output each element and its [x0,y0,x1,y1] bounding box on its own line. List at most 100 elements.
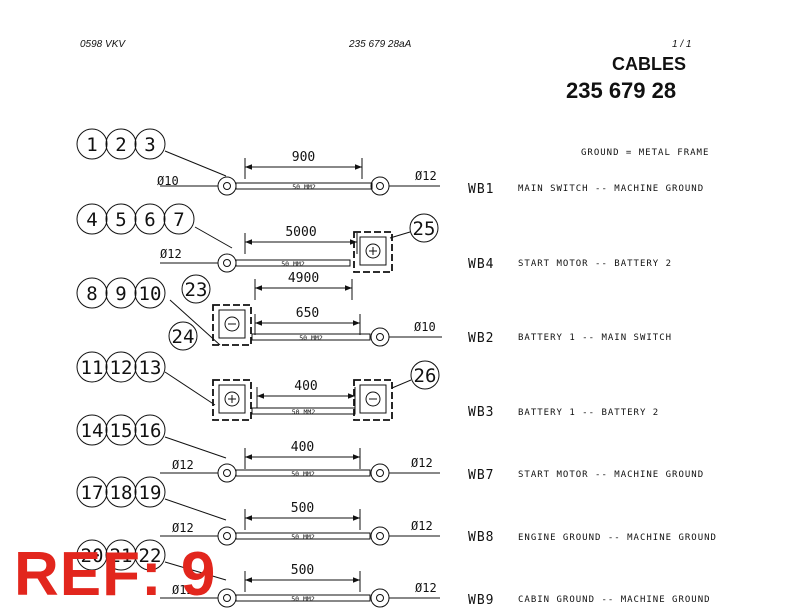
balloon-number: 16 [139,420,162,442]
battery-clamp [359,384,387,414]
balloon-number: 2 [115,134,126,156]
balloon-circle [105,414,137,446]
leader-line [194,226,233,249]
balloon-circle [134,128,166,160]
leader-line [164,150,227,177]
dimension-length: 5000 [285,225,316,240]
balloon-number: 20 [81,545,104,567]
balloon-circle [76,414,108,446]
cable-code-wb7: WB7 [468,468,495,483]
ring-terminal-icon [370,588,390,608]
battery-clamp [218,309,246,339]
dimension-length: 500 [291,501,314,516]
balloon-circle [105,203,137,235]
terminal-diameter: Ø12 [172,583,194,597]
terminal-hole [223,594,231,602]
cable-body [251,333,371,341]
leader-line [164,436,227,459]
cable-code-wb8: WB8 [468,530,495,545]
battery-terminal-frame [353,379,393,421]
terminal-diameter: Ø12 [172,458,194,472]
battery-terminal-frame [212,304,252,346]
terminal-diameter: Ø12 [411,456,433,470]
page-title: CABLES [612,54,687,74]
balloon-circle [105,476,137,508]
balloon-number: 22 [139,545,162,567]
battery-post-icon [365,243,381,259]
balloon-circle [134,539,166,571]
cable-section-label: 50 MM2 [299,334,323,342]
balloon-number: 4 [86,209,97,231]
balloon-number: 17 [81,482,104,504]
dimension-length: 4900 [288,271,319,286]
balloon-number: 9 [115,283,126,305]
balloon-circle [163,203,195,235]
cable-section-label: 50 MM2 [291,533,315,541]
cable-code-wb4: WB4 [468,257,495,272]
balloon-number: 10 [139,283,162,305]
balloon-circle [168,321,198,351]
balloon-circle [105,351,137,383]
cable-desc-wb8: ENGINE GROUND -- MACHINE GROUND [518,533,717,543]
balloon-number: 18 [110,482,133,504]
balloon-number: 3 [144,134,155,156]
leader-line [389,231,411,239]
balloon-circle [181,274,211,304]
leader-line [164,561,227,581]
dimension-length: 400 [294,379,317,394]
dimension-length: 900 [292,150,315,165]
balloon-number: 11 [81,357,104,379]
balloon-circle [76,539,108,571]
cable-code-wb1: WB1 [468,182,495,197]
cable-code-wb2: WB2 [468,331,495,346]
battery-terminal-frame [353,231,393,273]
ring-terminal-icon [217,176,237,196]
terminal-diameter: Ø10 [414,320,436,334]
balloon-number: 19 [139,482,162,504]
terminal-diameter: Ø10 [157,174,179,188]
ring-terminal-icon [217,253,237,273]
balloon-circle [76,203,108,235]
balloon-number: 8 [86,283,97,305]
balloon-circle [105,128,137,160]
terminal-hole [376,333,384,341]
ring-terminal-icon [217,463,237,483]
ring-terminal-icon [370,463,390,483]
ring-terminal-icon [217,588,237,608]
balloon-circle [76,476,108,508]
drawing-reference: 235 679 28aA [349,39,412,50]
balloon-number: 6 [144,209,155,231]
balloon-number: 24 [172,326,195,348]
cable-section-label: 50 MM2 [292,408,316,416]
ring-terminal-icon [370,327,390,347]
balloon-circle [134,476,166,508]
balloon-number: 25 [413,218,436,240]
page-number: 1 / 1 [672,39,692,50]
balloon-circle [134,414,166,446]
dimension-length: 650 [296,306,319,321]
balloon-circle [76,351,108,383]
terminal-hole [223,469,231,477]
battery-post-icon [224,391,240,407]
balloon-number: 14 [81,420,104,442]
cable-desc-wb7: START MOTOR -- MACHINE GROUND [518,470,705,480]
terminal-diameter: Ø12 [415,169,437,183]
terminal-hole [376,469,384,477]
cable-body [251,407,356,415]
cable-section-label: 50 MM2 [281,260,305,268]
balloon-number: 12 [110,357,133,379]
battery-terminal-frame [212,379,252,421]
battery-post-icon [365,391,381,407]
ground-note: GROUND = METAL FRAME [581,148,710,158]
balloon-circle [105,539,137,571]
ring-terminal-icon [217,526,237,546]
cable-desc-wb3: BATTERY 1 -- BATTERY 2 [518,408,660,418]
reference-stamp: REF: 9 [14,540,217,609]
cable-desc-wb1: MAIN SWITCH -- MACHINE GROUND [518,184,705,194]
battery-clamp [218,384,246,414]
balloon-number: 21 [110,545,133,567]
cable-section-label: 50 MM2 [291,595,315,603]
balloon-number: 7 [173,209,184,231]
battery-clamp [359,236,387,266]
